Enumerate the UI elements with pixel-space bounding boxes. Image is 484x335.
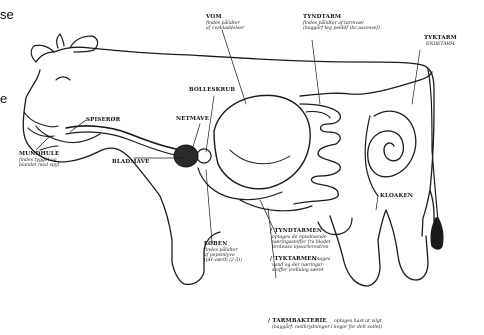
label-loben-line3: (pH-værdi (2-3)) [204, 258, 242, 263]
label-loben: LØBEN [204, 241, 228, 247]
label-tyndtarmen: / TYNDTARMEN [270, 228, 322, 234]
small-intestine-coils [294, 104, 340, 204]
label-bolleskrub: BOLLESKRUB [189, 87, 235, 93]
label-mundhule-line2: blandet med spyt [19, 163, 59, 168]
tail-tuft [431, 218, 443, 249]
label-tyktarmen-line1: optages [312, 257, 330, 262]
label-tyndtarm: TYNDTARM [303, 14, 341, 20]
label-tyndtarm-line2: (baggårf teg pelddf (bc.uscessef) [303, 26, 380, 31]
edge-text-middle: e [0, 91, 7, 106]
cow-eye [56, 77, 70, 80]
rumen-shape [214, 95, 310, 188]
label-kloaken: KLOAKEN [380, 193, 413, 199]
colon-spiral [368, 111, 416, 177]
intestine-loop [240, 200, 312, 211]
label-mundhule: MUNDHULE [19, 151, 59, 157]
label-tarmbakterie-line1: optages hast ut vilgt [334, 319, 382, 324]
omasum-shape [197, 149, 211, 163]
edge-text-top: se [0, 7, 14, 22]
reticulum-shape [174, 145, 198, 167]
cow-horn [57, 34, 64, 48]
label-tyktarmen-line3: stoffer (cellulog særet [272, 268, 324, 273]
label-netmave: NETMAVE [176, 116, 209, 122]
label-endetarm: ENDETARM [426, 42, 455, 47]
label-tarmbakterie-line2: (baggårf: nedbrydninger i kogor for delt… [272, 325, 382, 330]
label-vom: VOM [206, 14, 222, 20]
label-tyktarm: TYKTARM [424, 35, 457, 41]
label-tyktarmen: / TYKTARMEN [270, 256, 317, 262]
label-bladmave: BLADMAVE [112, 159, 150, 165]
rectum-path [300, 72, 432, 96]
abomasum-shape [198, 168, 282, 200]
label-tyndtarmen-line3: protease lipoarterestres [272, 245, 328, 250]
label-spiseror: SPISERØR [86, 117, 120, 123]
label-vom-line2: af cvebladdelser [206, 26, 244, 31]
label-tarmbakterie: / TARMBAKTERIE [268, 318, 327, 324]
